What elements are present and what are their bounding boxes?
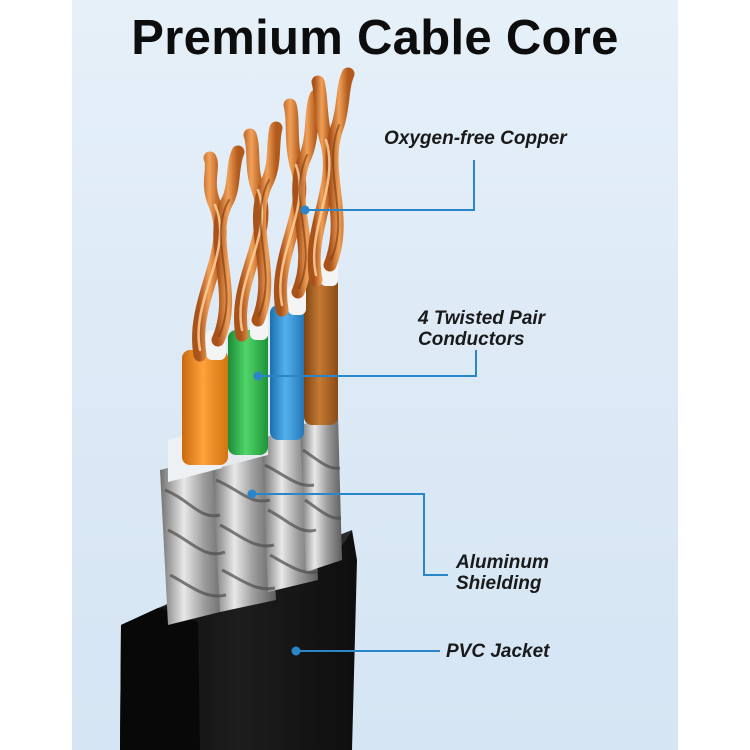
callout-oxygen-free-copper: Oxygen-free Copper: [384, 128, 567, 149]
callout-aluminum-shielding: Aluminum Shielding: [456, 552, 549, 594]
leader-lines: [252, 160, 477, 652]
leader-dots: [247, 205, 310, 656]
callout-shielding-line2: Shielding: [456, 573, 542, 594]
copper-strands: [192, 67, 355, 362]
callout-copper-label: Oxygen-free Copper: [384, 128, 567, 149]
callout-pairs-line2: Conductors: [418, 329, 525, 350]
aluminum-shielding: [160, 415, 342, 625]
callout-pvc-jacket: PVC Jacket: [446, 641, 550, 662]
page-title: Premium Cable Core: [131, 11, 619, 65]
callout-pairs-line1: 4 Twisted Pair: [418, 308, 546, 329]
callout-jacket-label: PVC Jacket: [446, 641, 550, 662]
callout-shielding-line1: Aluminum: [456, 552, 549, 573]
callout-twisted-pair-conductors: 4 Twisted Pair Conductors: [418, 308, 545, 350]
